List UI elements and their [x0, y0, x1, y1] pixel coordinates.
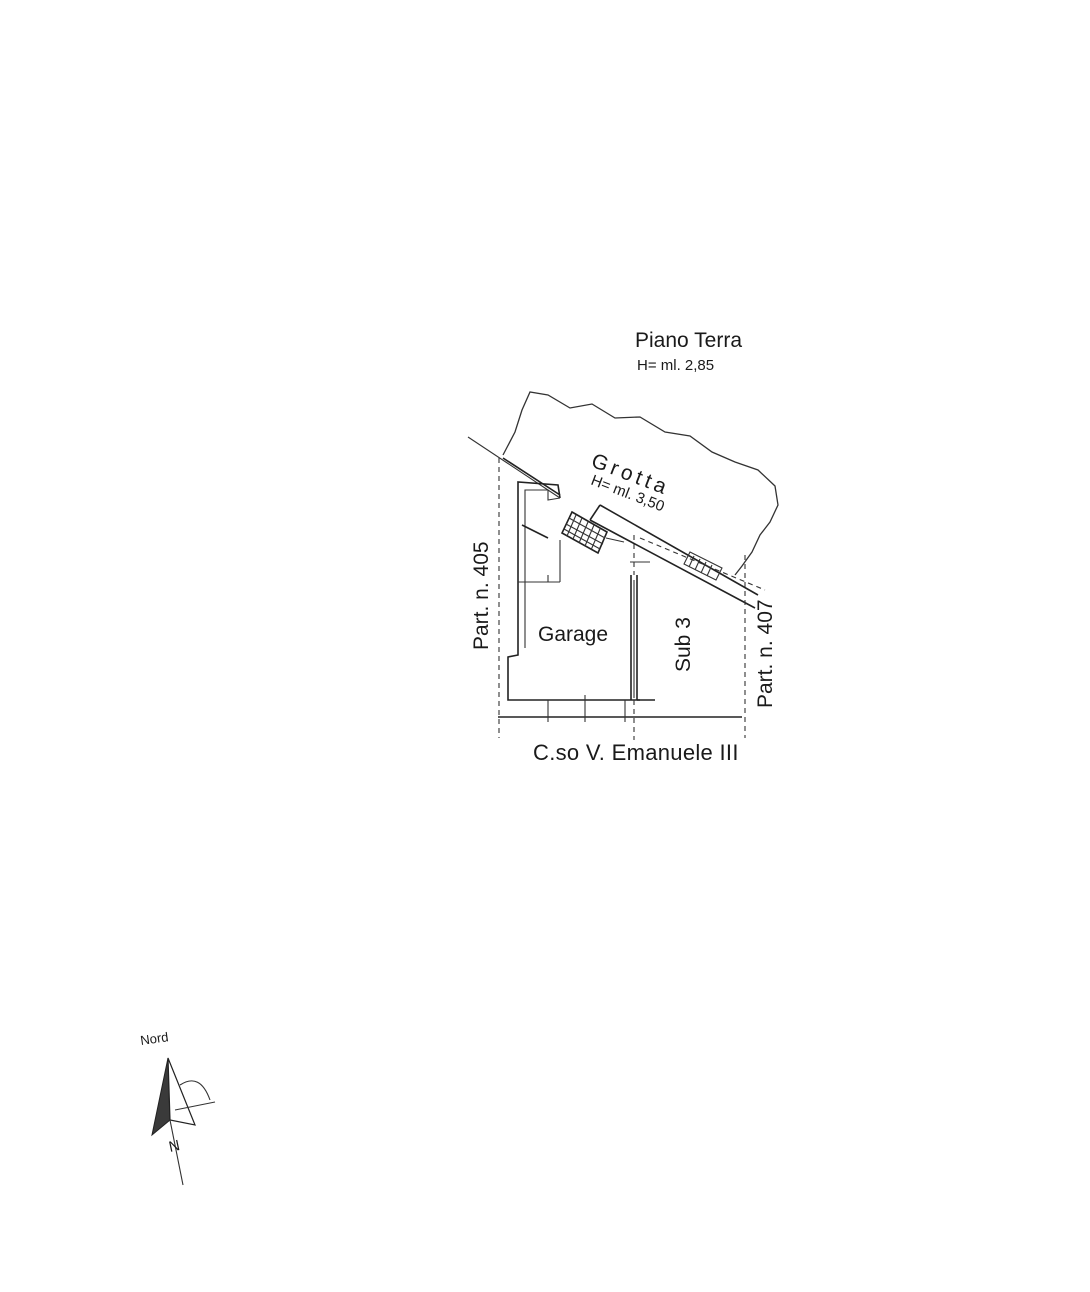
compass-label: Nord [139, 1029, 169, 1048]
floor-height: H= ml. 2,85 [637, 357, 714, 374]
boundary-line-top [467, 436, 561, 499]
parcel-right-label: Part. n. 407 [754, 599, 777, 708]
dividing-wall [630, 535, 655, 701]
street-frontage [498, 695, 742, 722]
cave-wall-upper [502, 457, 561, 496]
parcel-left-label: Part. n. 405 [470, 541, 493, 650]
cave-wall-joint [589, 504, 601, 521]
garage-walls [507, 481, 640, 701]
vent-hatch [683, 551, 723, 581]
garage-partition [521, 524, 549, 539]
cave-wall-right-upper [599, 504, 759, 596]
floor-title: Piano Terra [635, 329, 742, 352]
garage-inner-wall [524, 489, 561, 648]
room-sub3: Sub 3 [672, 617, 695, 672]
corridor-dashed-line [639, 537, 766, 591]
cave-wall-right-lower [589, 519, 756, 609]
street-label: C.so V. Emanuele III [533, 740, 739, 765]
room-garage: Garage [538, 623, 608, 646]
grotta-outline [502, 391, 779, 576]
north-arrow-icon: Nord N [139, 1029, 216, 1186]
compass-letter: N [167, 1137, 181, 1156]
stairs [560, 510, 625, 555]
